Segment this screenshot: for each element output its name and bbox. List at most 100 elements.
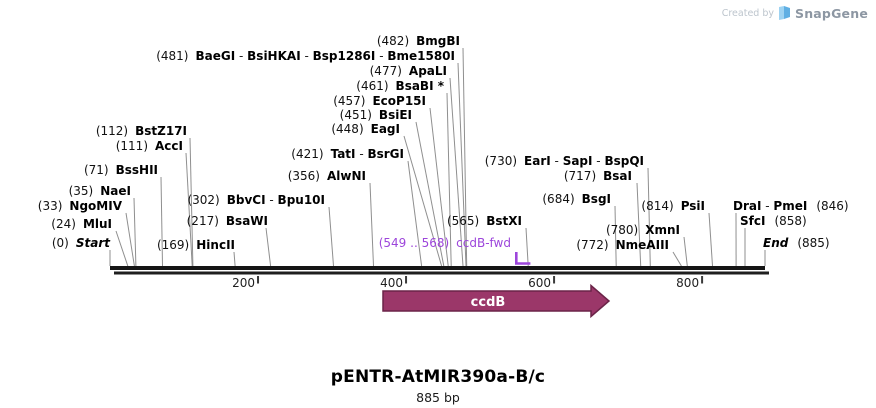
- enzyme-name: Bpu10I: [277, 193, 325, 207]
- primer-name: ccdB-fwd: [456, 236, 511, 250]
- site-position: (565): [446, 214, 480, 228]
- site-position: (814): [641, 199, 674, 213]
- enzyme-name: BmgBI: [416, 34, 460, 48]
- site-connector-line: [125, 212, 135, 267]
- site-name-separator: -: [550, 154, 563, 168]
- site-connector-line: [449, 77, 464, 267]
- site-position: (846): [816, 199, 849, 213]
- site-position: (111): [115, 139, 149, 153]
- branding: Created by SnapGene: [722, 6, 868, 21]
- site-label-nmeaiii[interactable]: (772)NmeAIII: [576, 239, 669, 252]
- site-connector-line: [636, 182, 642, 267]
- enzyme-name: XmnI: [645, 223, 680, 237]
- enzyme-name: BstZ17I: [135, 124, 187, 138]
- ruler-ticks-layer: [257, 276, 704, 284]
- site-position: (112): [95, 124, 129, 138]
- site-position: (451): [339, 108, 372, 122]
- site-connector-line: [708, 212, 713, 267]
- site-label-naei[interactable]: (35)NaeI: [69, 185, 131, 198]
- site-label-bsiei[interactable]: (451)BsiEI: [340, 109, 412, 122]
- title-block: pENTR-AtMIR390a-B/c 885 bp: [0, 367, 876, 405]
- enzyme-name: Start: [75, 236, 110, 250]
- site-connector-line: [457, 62, 467, 267]
- enzyme-name: BsaI: [603, 169, 632, 183]
- enzyme-name: HincII: [196, 238, 235, 252]
- site-name-separator: -: [300, 49, 313, 63]
- site-label-baegi[interactable]: (481)BaeGI - BsiHKAI - Bsp1286I - Bme158…: [156, 50, 455, 63]
- site-connector-line: [185, 152, 193, 267]
- enzyme-name: PmeI: [773, 199, 808, 213]
- snapgene-flag-icon: [779, 6, 790, 20]
- site-connector-line: [672, 251, 682, 267]
- site-label-bstz17i[interactable]: (112) BstZ17I: [96, 125, 187, 138]
- site-label-xmni[interactable]: (780) XmnI: [606, 224, 680, 237]
- primer-ccdb-fwd-label[interactable]: (549 .. 568) ccdB-fwd: [379, 237, 511, 250]
- site-connector-line: [369, 182, 374, 267]
- site-position: (35): [68, 184, 94, 198]
- site-connector-line: [133, 197, 137, 267]
- site-label-ngomiv[interactable]: (33)NgoMIV: [38, 200, 122, 213]
- site-label-bsshii[interactable]: (71)BssHII: [84, 164, 158, 177]
- enzyme-name: BaeGI: [195, 49, 236, 63]
- enzyme-name: BsaWI: [225, 214, 268, 228]
- feature-ccdb-arrow[interactable]: [382, 283, 611, 319]
- site-label-hincii[interactable]: (169)HincII: [157, 239, 235, 252]
- site-label-eagi[interactable]: (448)EagI: [331, 123, 400, 136]
- site-position: (885): [797, 236, 830, 250]
- sequence-line-top[interactable]: [110, 266, 765, 270]
- site-position: (356): [287, 169, 320, 183]
- site-position: (780): [605, 223, 639, 237]
- primer-ccdb-fwd-mark[interactable]: [515, 252, 531, 265]
- enzyme-name: EarI: [524, 154, 551, 168]
- site-label-bsgi[interactable]: (684)BsgI: [542, 193, 611, 206]
- site-label-bsawi[interactable]: (217) BsaWI: [187, 215, 268, 228]
- site-position: (461): [356, 79, 389, 93]
- site-label-apali[interactable]: (477)ApaLI: [370, 65, 447, 78]
- plasmid-length: 885 bp: [416, 390, 460, 405]
- site-label-psii[interactable]: (814)PsiI: [641, 200, 705, 213]
- site-label-drai[interactable]: DraI - PmeI(846): [733, 200, 849, 213]
- site-connector-line: [233, 251, 236, 267]
- enzyme-name: BbvCI: [226, 193, 266, 207]
- site-connector-line: [614, 205, 617, 267]
- enzyme-name: EcoP15I: [372, 94, 426, 108]
- enzyme-name: EagI: [370, 122, 400, 136]
- site-label-end[interactable]: End (885): [763, 237, 830, 250]
- site-name-separator: -: [592, 154, 605, 168]
- enzyme-name: BstXI: [486, 214, 522, 228]
- site-label-tati[interactable]: (421)TatI - BsrGI: [291, 148, 404, 161]
- site-label-eari[interactable]: (730)EarI - SapI - BspQI: [485, 155, 644, 168]
- site-position: (858): [774, 214, 807, 228]
- enzyme-name: SapI: [562, 154, 593, 168]
- site-label-ecop15i[interactable]: (457)EcoP15I: [333, 95, 426, 108]
- enzyme-name: BssHII: [115, 163, 158, 177]
- enzyme-name: End: [763, 236, 789, 250]
- site-label-alwni[interactable]: (356)AlwNI: [288, 170, 366, 183]
- site-connector-line: [683, 236, 688, 267]
- site-label-start[interactable]: (0) Start: [52, 237, 110, 250]
- enzyme-name: BsgI: [581, 192, 611, 206]
- site-label-bsai[interactable]: (717)BsaI: [564, 170, 632, 183]
- site-label-bbvci[interactable]: (302)BbvCI - Bpu10I: [187, 194, 325, 207]
- site-label-bsabi[interactable]: (461)BsaBI *: [356, 80, 444, 93]
- site-label-mlui[interactable]: (24)MluI: [51, 218, 112, 231]
- site-connector-line: [189, 137, 194, 267]
- site-connector-line: [328, 206, 334, 267]
- created-by-text: Created by: [721, 8, 774, 19]
- site-position: (217): [186, 214, 219, 228]
- site-label-sfci[interactable]: SfcI (858): [740, 215, 807, 228]
- enzyme-name: SfcI: [740, 214, 766, 228]
- site-connector-line: [160, 176, 163, 267]
- site-position: (24): [51, 217, 76, 231]
- site-position: (0): [51, 236, 69, 250]
- site-label-bstxi[interactable]: (565) BstXI: [447, 215, 522, 228]
- site-name-separator: -: [375, 49, 388, 63]
- site-label-bmgbi[interactable]: (482)BmgBI: [377, 35, 460, 48]
- site-connector-line: [265, 227, 272, 267]
- primer-position: (549 .. 568): [378, 236, 450, 250]
- site-label-acci[interactable]: (111) AccI: [116, 140, 183, 153]
- sequence-line-shadow: [114, 271, 769, 275]
- enzyme-name: AccI: [155, 139, 183, 153]
